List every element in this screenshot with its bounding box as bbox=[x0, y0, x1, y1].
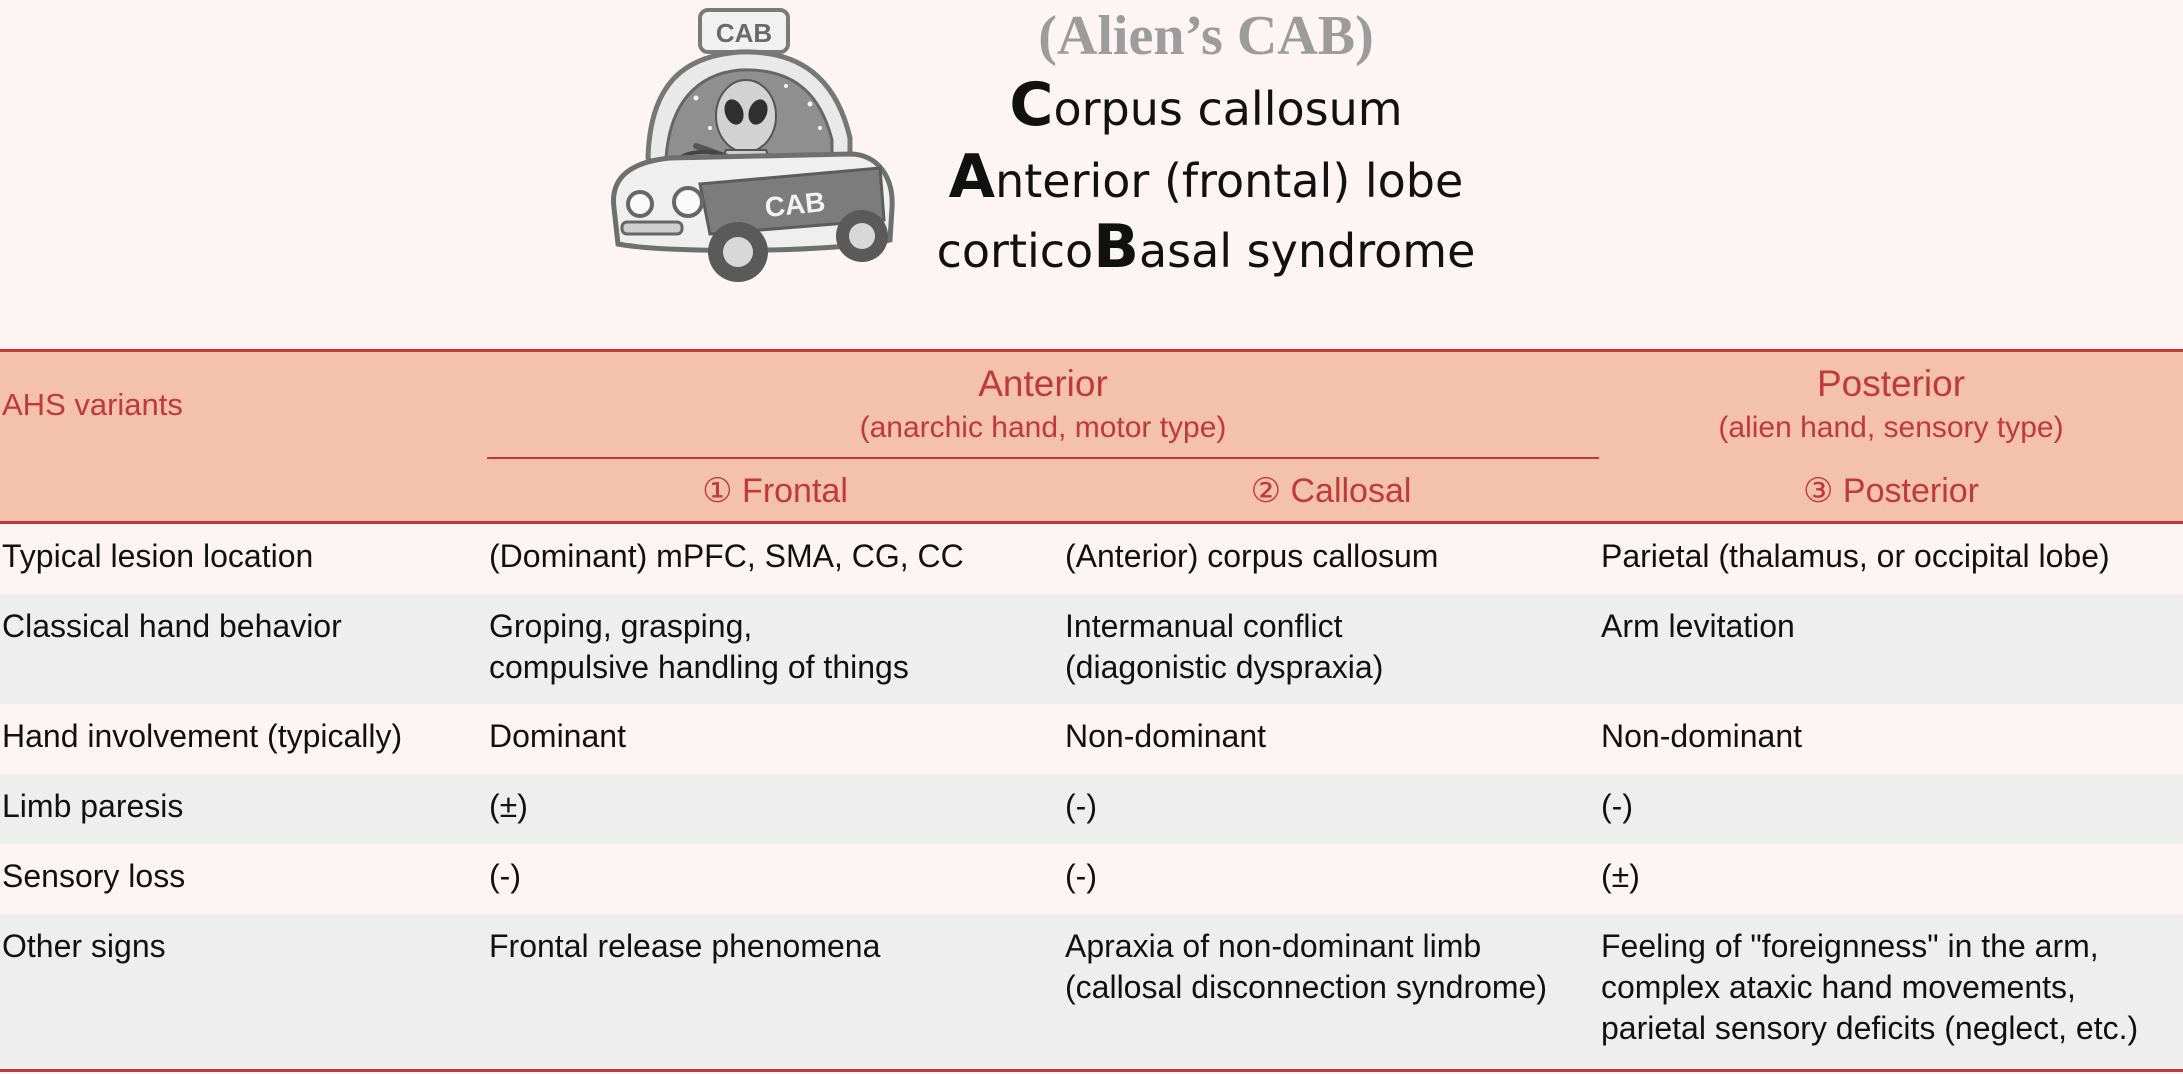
mnemonic-rest: asal syndrome bbox=[1138, 224, 1476, 278]
table-cell: Frontal release phenomena bbox=[489, 928, 881, 964]
table-cell: (Anterior) corpus callosum bbox=[1065, 538, 1439, 574]
row-label: Hand involvement (typically) bbox=[2, 718, 403, 754]
row-label: Other signs bbox=[2, 928, 166, 964]
column-header-posterior: ③ Posterior bbox=[1803, 472, 1979, 510]
row-label: Classical hand behavior bbox=[2, 608, 342, 644]
row-label: Typical lesion location bbox=[2, 538, 314, 574]
table-cell: Apraxia of non-dominant limb (callosal d… bbox=[1065, 928, 1547, 1005]
cab-door-text: CAB bbox=[763, 186, 827, 223]
table-cell: Parietal (thalamus, or occipital lobe) bbox=[1601, 538, 2110, 574]
alien-cab-illustration: CAB CAB bbox=[611, 8, 895, 282]
ahs-variants-table: AHS variants Anterior (anarchic hand, mo… bbox=[0, 349, 2183, 1072]
table-row: Other signs Frontal release phenomena Apra… bbox=[0, 914, 2183, 1069]
table-row: Sensory loss (-) (-) (±) bbox=[0, 844, 2183, 914]
table-row: Typical lesion location (Dominant) mPFC, … bbox=[0, 524, 2183, 594]
table-row: Hand involvement (typically) Dominant Non-… bbox=[0, 704, 2183, 774]
mnemonic-rest: nterior (frontal) lobe bbox=[995, 154, 1464, 208]
table-top-border bbox=[0, 349, 2183, 352]
mnemonic-title: (Alien’s CAB) bbox=[1038, 5, 1374, 67]
table-cell: (±) bbox=[1601, 858, 1640, 894]
mnemonic-rest: orpus callosum bbox=[1053, 82, 1403, 136]
table-header: AHS variants Anterior (anarchic hand, mo… bbox=[0, 351, 2183, 521]
table-bottom-border bbox=[0, 1069, 2183, 1072]
mnemonic-line-corpus-callosum: Corpus callosum bbox=[910, 70, 1502, 140]
mnemonic-line-anterior-lobe: Anterior (frontal) lobe bbox=[910, 142, 1502, 212]
table-cell: Non-dominant bbox=[1601, 718, 1802, 754]
table-cell: (±) bbox=[489, 788, 528, 824]
mnemonic-line-corticobasal: corticoBasal syndrome bbox=[910, 212, 1502, 282]
table-row: Limb paresis (±) (-) (-) bbox=[0, 774, 2183, 844]
table-cell: Non-dominant bbox=[1065, 718, 1266, 754]
wheel-icon bbox=[708, 210, 888, 282]
group-subtitle-anterior: (anarchic hand, motor type) bbox=[859, 411, 1227, 444]
mnemonic-prefix: cortico bbox=[936, 224, 1094, 278]
table-cell: (Dominant) mPFC, SMA, CG, CC bbox=[489, 538, 964, 574]
mnemonic-initial: A bbox=[948, 142, 996, 212]
column-header-callosal: ② Callosal bbox=[1250, 472, 1412, 510]
table-cell: Feeling of "foreignness" in the arm, com… bbox=[1601, 928, 2139, 1046]
row-label: Sensory loss bbox=[2, 858, 186, 894]
group-title-anterior: Anterior bbox=[978, 363, 1108, 404]
header-bottom-border bbox=[0, 521, 2183, 524]
group-subtitle-posterior: (alien hand, sensory type) bbox=[1718, 411, 2064, 444]
table-cell: (-) bbox=[1065, 858, 1097, 894]
group-divider bbox=[487, 457, 1599, 459]
group-title-posterior: Posterior bbox=[1816, 363, 1966, 404]
mnemonic-initial: C bbox=[1009, 70, 1054, 140]
cab-sign-text: CAB bbox=[716, 18, 772, 48]
table-cell: Groping, grasping, compulsive handling o… bbox=[489, 608, 909, 685]
table-cell: Arm levitation bbox=[1601, 608, 1795, 644]
table-row: Classical hand behavior Groping, grasping… bbox=[0, 594, 2183, 704]
stars-decoration bbox=[693, 84, 822, 130]
table-cell: Dominant bbox=[489, 718, 626, 754]
table-cell: (-) bbox=[1601, 788, 1633, 824]
table-cell: Intermanual conflict (diagonistic dyspra… bbox=[1065, 608, 1384, 685]
table-cell: (-) bbox=[489, 858, 521, 894]
table-cell: (-) bbox=[1065, 788, 1097, 824]
corner-label: AHS variants bbox=[2, 387, 183, 422]
mnemonic-initial: B bbox=[1093, 212, 1139, 282]
row-label: Limb paresis bbox=[2, 788, 184, 824]
column-header-frontal: ① Frontal bbox=[702, 472, 848, 510]
